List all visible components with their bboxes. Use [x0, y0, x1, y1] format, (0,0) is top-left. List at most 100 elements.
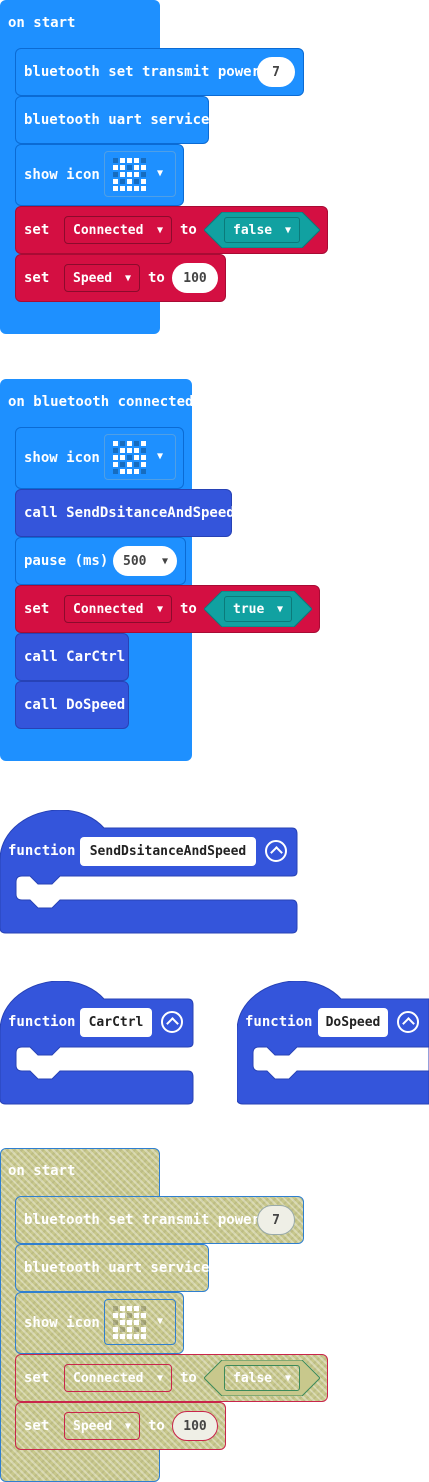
bluetooth-set-transmit-power-label: bluetooth set transmit power: [24, 64, 261, 80]
led-on: [127, 462, 132, 467]
led-off: [134, 441, 139, 446]
led-icon-grid: [113, 158, 147, 192]
led-on: [120, 448, 125, 453]
chevron-down-icon: ▼: [124, 1420, 131, 1432]
boolean-value: false: [233, 1370, 273, 1386]
led-on: [134, 469, 139, 474]
chevron-down-icon: ▼: [156, 1372, 163, 1384]
led-on: [134, 1306, 139, 1311]
led-on: [120, 1334, 125, 1339]
led-on: [141, 441, 146, 446]
led-on: [113, 462, 118, 467]
bluetooth-set-transmit-power-block[interactable]: [15, 48, 304, 96]
variable-name: Speed: [73, 270, 113, 286]
led-on: [141, 186, 146, 191]
set-label: set: [24, 601, 50, 617]
variable-dropdown-connected[interactable]: Connected ▼: [64, 216, 172, 244]
led-on: [134, 448, 139, 453]
set-label: set: [24, 222, 50, 238]
to-label: to: [148, 1418, 165, 1434]
pause-value: 500: [123, 553, 147, 569]
to-label: to: [148, 270, 165, 286]
variable-name: Connected: [73, 601, 144, 617]
led-on: [113, 1327, 118, 1332]
led-on: [141, 1334, 146, 1339]
call-carctrl-block[interactable]: [15, 633, 129, 681]
led-on: [141, 1313, 146, 1318]
boolean-dropdown[interactable]: false ▼: [224, 1365, 300, 1391]
chevron-down-icon: ▼: [124, 272, 131, 284]
speed-value-input[interactable]: 100: [172, 1411, 218, 1441]
icon-picker-dropdown[interactable]: ▼: [104, 1299, 176, 1345]
variable-name: Speed: [73, 1418, 113, 1434]
led-off: [113, 172, 118, 177]
boolean-dropdown[interactable]: true ▼: [224, 596, 292, 622]
function-block-shape: [0, 810, 298, 934]
led-on: [134, 1334, 139, 1339]
led-on: [127, 1334, 132, 1339]
variable-dropdown-connected[interactable]: Connected ▼: [64, 1364, 172, 1392]
led-on: [120, 469, 125, 474]
led-icon-grid: [113, 441, 147, 475]
function-block-shape: [237, 981, 429, 1105]
led-on: [127, 179, 132, 184]
on-bluetooth-connected-label: on bluetooth connected: [8, 394, 194, 410]
led-on: [120, 172, 125, 177]
led-off: [127, 1313, 132, 1318]
collapse-up-icon[interactable]: [397, 1011, 419, 1033]
pause-duration-dropdown[interactable]: 500 ▼: [113, 546, 177, 576]
false-boolean-block[interactable]: false ▼: [204, 1360, 320, 1396]
to-label: to: [180, 601, 197, 617]
collapse-up-icon[interactable]: [161, 1011, 183, 1033]
function-name-field[interactable]: DoSpeed: [318, 1008, 388, 1037]
true-boolean-block[interactable]: true ▼: [204, 591, 312, 627]
speed-value-input[interactable]: 100: [172, 263, 218, 293]
on-start-label: on start: [8, 15, 76, 31]
led-on: [113, 179, 118, 184]
led-on: [113, 455, 118, 460]
led-on: [113, 165, 118, 170]
led-off: [134, 179, 139, 184]
collapse-up-icon[interactable]: [265, 840, 287, 862]
led-on: [127, 172, 132, 177]
led-on: [127, 441, 132, 446]
call-carctrl-label: call CarCtrl: [24, 649, 126, 665]
transmit-power-input[interactable]: 7: [257, 1205, 295, 1235]
transmit-power-input[interactable]: 7: [257, 57, 295, 87]
chevron-down-icon: ▼: [284, 225, 291, 236]
set-label: set: [24, 1370, 50, 1386]
led-off: [134, 462, 139, 467]
function-block-shape: [0, 981, 194, 1105]
bluetooth-uart-service-label: bluetooth uart service: [24, 1260, 210, 1276]
icon-picker-dropdown[interactable]: ▼: [104, 434, 176, 480]
led-off: [120, 462, 125, 467]
led-off: [141, 158, 146, 163]
led-off: [120, 179, 125, 184]
bluetooth-set-transmit-power-block[interactable]: [15, 1196, 304, 1244]
led-on: [113, 441, 118, 446]
to-label: to: [180, 222, 197, 238]
call-dospeed-block[interactable]: [15, 681, 129, 729]
led-on: [120, 1306, 125, 1311]
chevron-down-icon: ▼: [157, 168, 164, 179]
variable-dropdown-connected[interactable]: Connected ▼: [64, 595, 172, 623]
led-on: [120, 186, 125, 191]
to-label: to: [180, 1370, 197, 1386]
led-on: [134, 1313, 139, 1318]
variable-dropdown-speed[interactable]: Speed ▼: [64, 1412, 140, 1440]
function-name-field[interactable]: SendDsitanceAndSpeed: [80, 837, 256, 866]
led-on: [127, 469, 132, 474]
led-on: [113, 186, 118, 191]
call-senddsitanceandspeed-block[interactable]: [15, 489, 232, 537]
boolean-dropdown[interactable]: false ▼: [224, 217, 300, 243]
chevron-down-icon: ▼: [156, 603, 163, 615]
bluetooth-uart-service-block[interactable]: [15, 96, 209, 144]
variable-dropdown-speed[interactable]: Speed ▼: [64, 264, 140, 292]
led-off: [113, 469, 118, 474]
icon-picker-dropdown[interactable]: ▼: [104, 151, 176, 197]
led-on: [127, 1306, 132, 1311]
function-name-field[interactable]: CarCtrl: [80, 1008, 152, 1037]
bluetooth-uart-service-block[interactable]: [15, 1244, 209, 1292]
on-start-label: on start: [8, 1163, 76, 1179]
false-boolean-block[interactable]: false ▼: [204, 212, 320, 248]
